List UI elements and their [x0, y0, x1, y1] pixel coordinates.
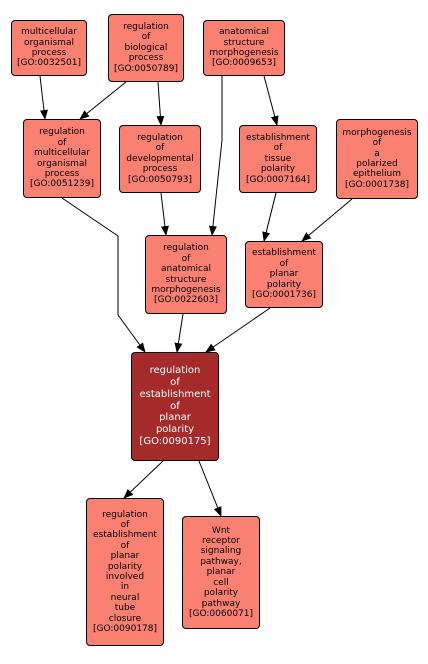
go-term-multicellular-organismal-process[interactable]: multicellular organismal process [GO:003… — [11, 20, 87, 76]
go-term-establishment-of-planar-polarity[interactable]: establishment of planar polarity [GO:000… — [245, 241, 323, 308]
edge-establishment-of-planar-polarity-to-regulation-of-establishment-of-planar-polarity — [205, 307, 271, 353]
edge-establishment-of-tissue-polarity-to-establishment-of-planar-polarity — [262, 192, 277, 242]
edge-anatomical-structure-morphogenesis-to-regulation-of-anatomical-structure-morphogenesis — [208, 76, 223, 236]
edge-regulation-of-anatomical-structure-morphogenesis-to-regulation-of-establishment-of-planar-polarity — [174, 313, 184, 353]
edge-regulation-of-multicellular-organismal-process-to-regulation-of-establishment-of-planar-polarity — [61, 197, 146, 353]
edge-regulation-of-biological-process-to-regulation-of-multicellular-organismal-process — [79, 81, 127, 120]
go-term-neural-tube-closure-planar-polarity-regulation[interactable]: regulation of establishment of planar po… — [86, 498, 164, 646]
go-term-regulation-of-developmental-process[interactable]: regulation of developmental process [GO:… — [119, 125, 201, 193]
go-term-regulation-of-anatomical-structure-morphogenesis[interactable]: regulation of anatomical structure morph… — [145, 235, 227, 314]
go-term-morphogenesis-of-a-polarized-epithelium[interactable]: morphogenesis of a polarized epithelium … — [336, 119, 418, 199]
go-term-regulation-of-establishment-of-planar-polarity[interactable]: regulation of establishment of planar po… — [131, 352, 219, 461]
go-term-regulation-of-multicellular-organismal-process[interactable]: regulation of multicellular organismal p… — [23, 119, 101, 198]
go-term-regulation-of-biological-process[interactable]: regulation of biological process [GO:005… — [108, 14, 184, 82]
edge-multicellular-organismal-process-to-regulation-of-multicellular-organismal-process — [39, 75, 48, 120]
go-term-establishment-of-tissue-polarity[interactable]: establishment of tissue polarity [GO:000… — [239, 125, 317, 193]
edge-regulation-of-establishment-of-planar-polarity-to-wnt-planar-cell-polarity-pathway — [198, 460, 222, 517]
go-term-anatomical-structure-morphogenesis[interactable]: anatomical structure morphogenesis [GO:0… — [203, 20, 285, 76]
edge-morphogenesis-of-a-polarized-epithelium-to-establishment-of-planar-polarity — [301, 198, 353, 242]
go-term-wnt-receptor-signaling-planar-cell-polarity-pathway[interactable]: Wnt receptor signaling pathway, planar c… — [182, 516, 260, 629]
edge-regulation-of-developmental-process-to-regulation-of-anatomical-structure-morphogenesis — [160, 192, 169, 236]
edge-regulation-of-biological-process-to-regulation-of-developmental-process — [156, 81, 165, 126]
edge-anatomical-structure-morphogenesis-to-establishment-of-tissue-polarity — [263, 75, 279, 126]
edge-regulation-of-establishment-of-planar-polarity-to-neural-tube-closure-term — [123, 460, 164, 499]
